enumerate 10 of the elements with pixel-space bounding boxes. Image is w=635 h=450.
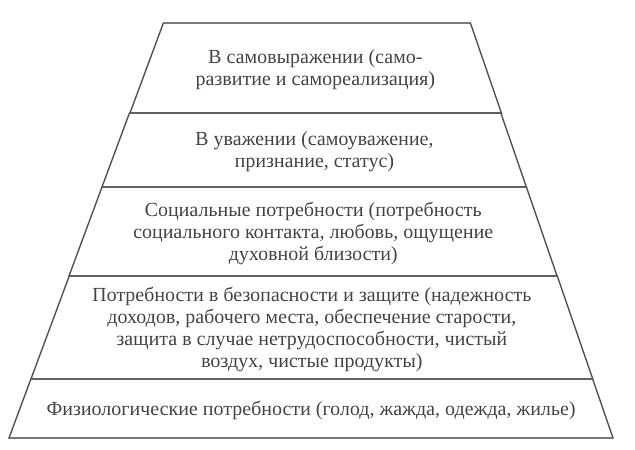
tier-label: В самовыражении (само-развитие и самореализация) — [194, 46, 436, 90]
tier-label: Потребности в безопасности и защите (надежность доходов, рабочего места, обеспечение старости, защита в случае нетрудоспособности, чистый воздух, чистые продукты) — [91, 284, 532, 372]
pyramid-tier — [30, 276, 593, 379]
tier-label: Социальные потребности (потребность социального контакта, любовь, ощущение духовной близости) — [132, 198, 494, 264]
pyramid-tier — [9, 379, 613, 438]
tier-label: В уважении (самоуважение, признание, статус) — [194, 128, 434, 172]
pyramid-tier — [102, 113, 526, 187]
pyramid-tier — [130, 23, 501, 113]
tier-label: Физиологические потребности (голод, жажда, одежда, жилье) — [45, 398, 577, 420]
pyramid-tier — [69, 187, 558, 276]
